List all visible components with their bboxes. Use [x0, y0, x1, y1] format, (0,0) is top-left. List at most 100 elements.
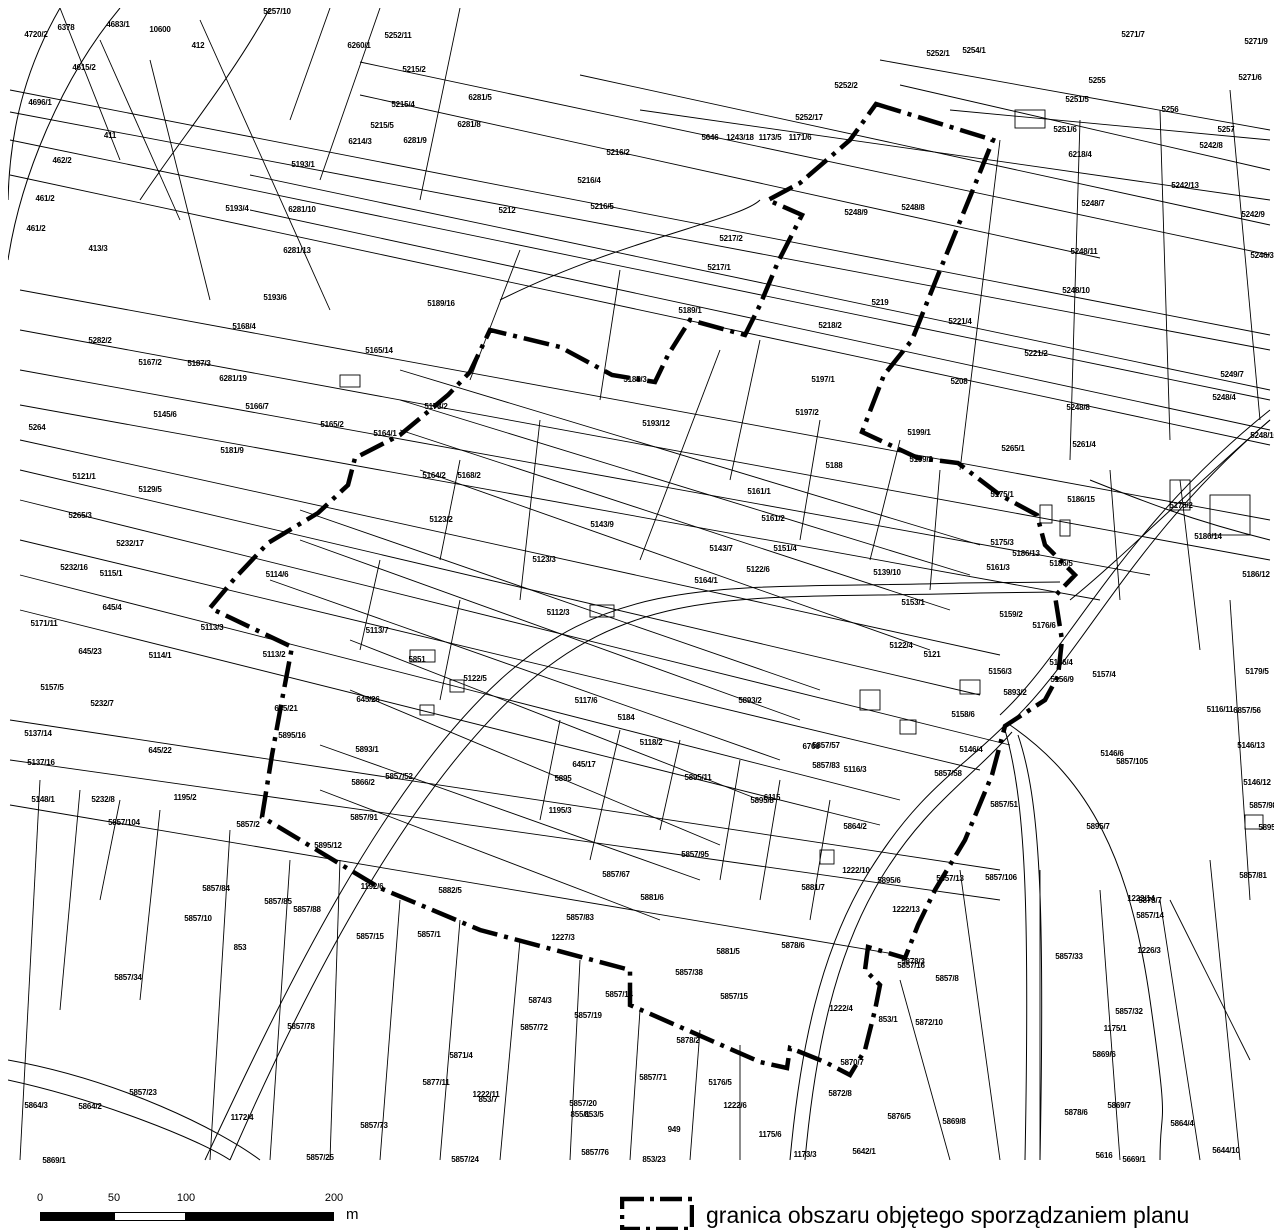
parcel-label: 5175/3	[990, 538, 1014, 547]
parcel-label: 5256	[1162, 105, 1180, 114]
parcel-label: 5881/6	[640, 893, 664, 902]
parcel-line	[269, 579, 781, 761]
parcel-label: 5857/23	[129, 1088, 157, 1097]
parcel-label: 1171/6	[789, 133, 813, 142]
parcel-line	[1099, 889, 1121, 1161]
parcel-label: 5857/78	[287, 1022, 315, 1031]
parcel-label: 6214/3	[348, 137, 372, 146]
parcel-label: 5199/1	[907, 428, 931, 437]
parcel-line	[639, 349, 721, 561]
parcel-label: 5168/2	[457, 471, 481, 480]
parcel-label: 5857/20	[569, 1099, 597, 1108]
building-outline	[339, 374, 361, 388]
parcel-line	[439, 459, 461, 561]
parcel-line	[1159, 899, 1201, 1161]
parcel-line	[659, 739, 681, 831]
parcel-label: 5857/15	[356, 932, 384, 941]
parcel-label: 5161/2	[761, 514, 785, 523]
parcel-label: 5857/16	[897, 961, 925, 970]
parcel-label: 5857/32	[1115, 1007, 1143, 1016]
parcel-line	[569, 959, 581, 1161]
parcel-line	[899, 979, 951, 1161]
parcel-label: 5165/2	[320, 420, 344, 429]
parcel-label: 5895/6	[877, 876, 901, 885]
parcel-label: 5895/12	[314, 841, 342, 850]
parcel-label: 5199/2	[909, 455, 933, 464]
road-edge	[229, 591, 1061, 1161]
parcel-line	[349, 639, 761, 801]
parcel-label: 5185/3	[623, 375, 647, 384]
parcel-label: 5117/6	[575, 696, 599, 705]
parcel-label: 5851	[409, 655, 427, 664]
parcel-label: 855/1	[570, 1110, 590, 1119]
parcel-label: 6281/13	[283, 246, 311, 255]
parcel-label: 5895/11	[684, 773, 712, 782]
parcel-label: 5255	[1089, 76, 1107, 85]
parcel-label: 5186/14	[1194, 532, 1222, 541]
parcel-label: 5857/58	[934, 769, 962, 778]
parcel-line	[19, 289, 1271, 521]
building-outline	[1039, 504, 1053, 524]
parcel-line	[19, 574, 901, 801]
parcel-line	[19, 329, 1271, 561]
parcel-label: 5876/5	[887, 1112, 911, 1121]
parcel-label: 5869/8	[942, 1117, 966, 1126]
parcel-label: 5221/4	[948, 317, 972, 326]
parcel-label: 5857/52	[385, 772, 413, 781]
parcel-label: 5878/6	[781, 941, 805, 950]
parcel-line	[519, 419, 541, 601]
parcel-line	[359, 94, 1101, 259]
parcel-label: 1227/3	[551, 933, 575, 942]
parcel-label: 5181/9	[220, 446, 244, 455]
parcel-label: 5248/11	[1070, 247, 1098, 256]
parcel-label: 5171/11	[30, 619, 58, 628]
parcel-label: 853/1	[878, 1015, 898, 1024]
parcel-label: 5642/1	[852, 1147, 876, 1156]
parcel-label: 5242/9	[1241, 210, 1265, 219]
parcel-label: 5857/38	[675, 968, 703, 977]
parcel-line	[759, 779, 781, 901]
parcel-label: 1226/3	[1137, 946, 1161, 955]
parcel-label: 5248/8	[1066, 403, 1090, 412]
parcel-line	[19, 499, 1011, 746]
parcel-label: 5186/15	[1067, 495, 1095, 504]
parcel-label: 5882/5	[438, 886, 462, 895]
parcel-label: 5166/7	[245, 402, 269, 411]
road-edge	[999, 409, 1271, 716]
parcel-label: 5857/13	[936, 874, 964, 883]
road-edge	[139, 8, 271, 201]
parcel-label: 645/21	[274, 704, 298, 713]
parcel-label: 5669/1	[1122, 1155, 1146, 1164]
parcel-line	[869, 439, 901, 561]
parcel-label: 5187/3	[187, 359, 211, 368]
parcel-line	[9, 804, 901, 956]
parcel-label: 1222/13	[892, 905, 920, 914]
parcel-label: 5219	[872, 298, 890, 307]
road-edge	[1004, 729, 1028, 1161]
parcel-line	[929, 469, 941, 591]
parcel-label: 5248/10	[1250, 431, 1274, 440]
parcel-label: 645/4	[102, 603, 122, 612]
parcel-label: 5146/4	[959, 745, 983, 754]
scale-tick-200: 200	[324, 1192, 344, 1204]
parcel-label: 5857/19	[574, 1011, 602, 1020]
parcel-label: 5878/3	[901, 957, 925, 966]
parcel-label: 5895/7	[1086, 822, 1110, 831]
parcel-label: 5252/1	[926, 49, 950, 58]
road-edge	[1069, 419, 1271, 601]
parcel-label: 5264	[29, 423, 47, 432]
parcel-label: 5197/2	[795, 408, 819, 417]
parcel-label: 412	[192, 41, 205, 50]
parcel-label: 5122/5	[463, 674, 487, 683]
parcel-label: 5156/4	[1049, 658, 1073, 667]
parcel-label: 5857/1	[417, 930, 441, 939]
parcel-label: 5112/3	[547, 608, 571, 617]
road-edge	[204, 581, 1061, 1161]
parcel-label: 5173/2	[424, 402, 448, 411]
parcel-label: 5118/2	[640, 738, 664, 747]
parcel-label: 5146/12	[1243, 778, 1271, 787]
parcel-line	[9, 89, 1271, 336]
parcel-label: 5857/83	[812, 761, 840, 770]
parcel-line	[729, 339, 761, 481]
parcel-line	[319, 744, 701, 881]
